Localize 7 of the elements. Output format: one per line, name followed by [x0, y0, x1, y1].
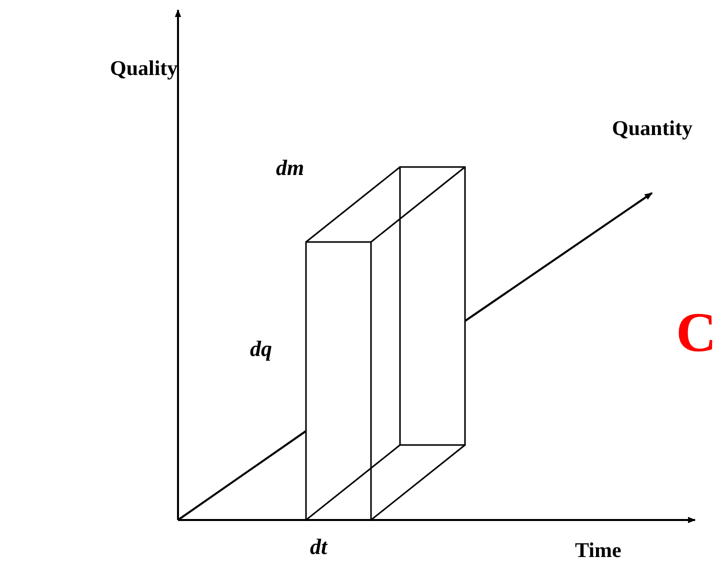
variable-label: dt	[310, 536, 328, 558]
axis-label: Quality	[110, 58, 178, 79]
cut-off-letter: C	[676, 305, 716, 361]
variable-label: dq	[250, 338, 272, 360]
axis-label: Time	[575, 540, 622, 561]
axis-label: Quantity	[612, 118, 693, 139]
variable-label: dm	[276, 157, 304, 179]
